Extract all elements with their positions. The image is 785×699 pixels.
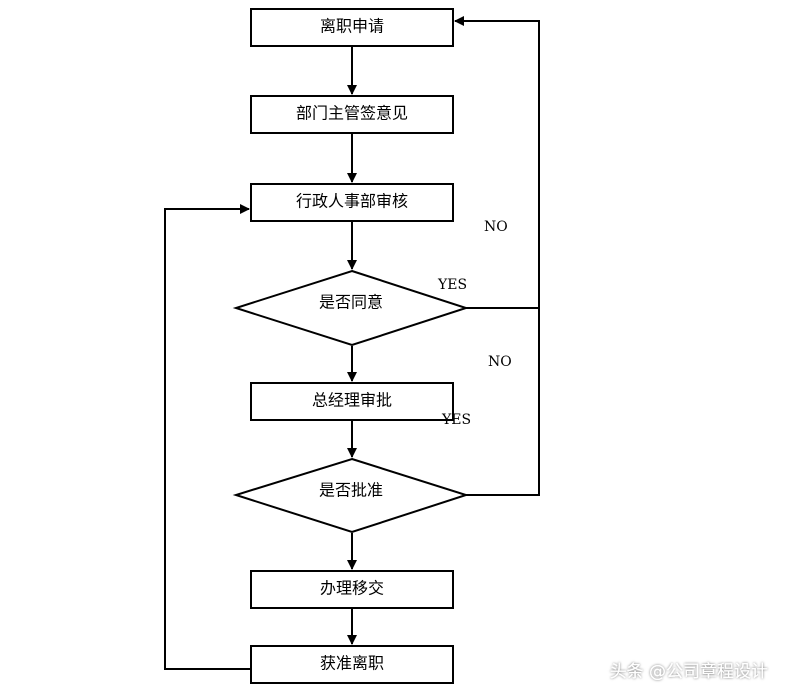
node-handover-label: 办理移交 bbox=[320, 579, 384, 598]
node-resignation-granted-box bbox=[250, 645, 454, 684]
edge-label-approve-yes: YES bbox=[441, 412, 471, 428]
node-resignation-application-box bbox=[250, 8, 454, 47]
node-dept-manager-opinion-label: 部门主管签意见 bbox=[296, 104, 408, 123]
node-agree-decision-diamond bbox=[232, 269, 470, 347]
edge-label-agree-no: NO bbox=[484, 219, 508, 235]
node-hr-admin-review-label: 行政人事部审核 bbox=[296, 192, 408, 211]
edge-label-agree-yes: YES bbox=[437, 277, 467, 293]
node-hr-admin-review-box bbox=[250, 183, 454, 222]
watermark: 头条 @公司章程设计 bbox=[610, 662, 768, 682]
node-gm-approval-label: 总经理审批 bbox=[312, 391, 392, 410]
edge-label-approve-no: NO bbox=[488, 354, 512, 370]
node-resignation-application-label: 离职申请 bbox=[320, 17, 384, 36]
node-agree-decision-label: 是否同意 bbox=[319, 293, 383, 312]
arrow-granted-return-loop bbox=[164, 204, 251, 670]
node-approve-decision-diamond bbox=[232, 457, 470, 534]
arrow-approve-reject-loop bbox=[466, 308, 540, 496]
node-resignation-granted-label: 获准离职 bbox=[320, 654, 384, 673]
node-gm-approval-box bbox=[250, 382, 454, 421]
node-approve-decision-label: 是否批准 bbox=[319, 481, 383, 500]
arrow-agree-reject-loop bbox=[454, 16, 540, 309]
node-dept-manager-opinion-box bbox=[250, 95, 454, 134]
node-handover-box bbox=[250, 570, 454, 609]
